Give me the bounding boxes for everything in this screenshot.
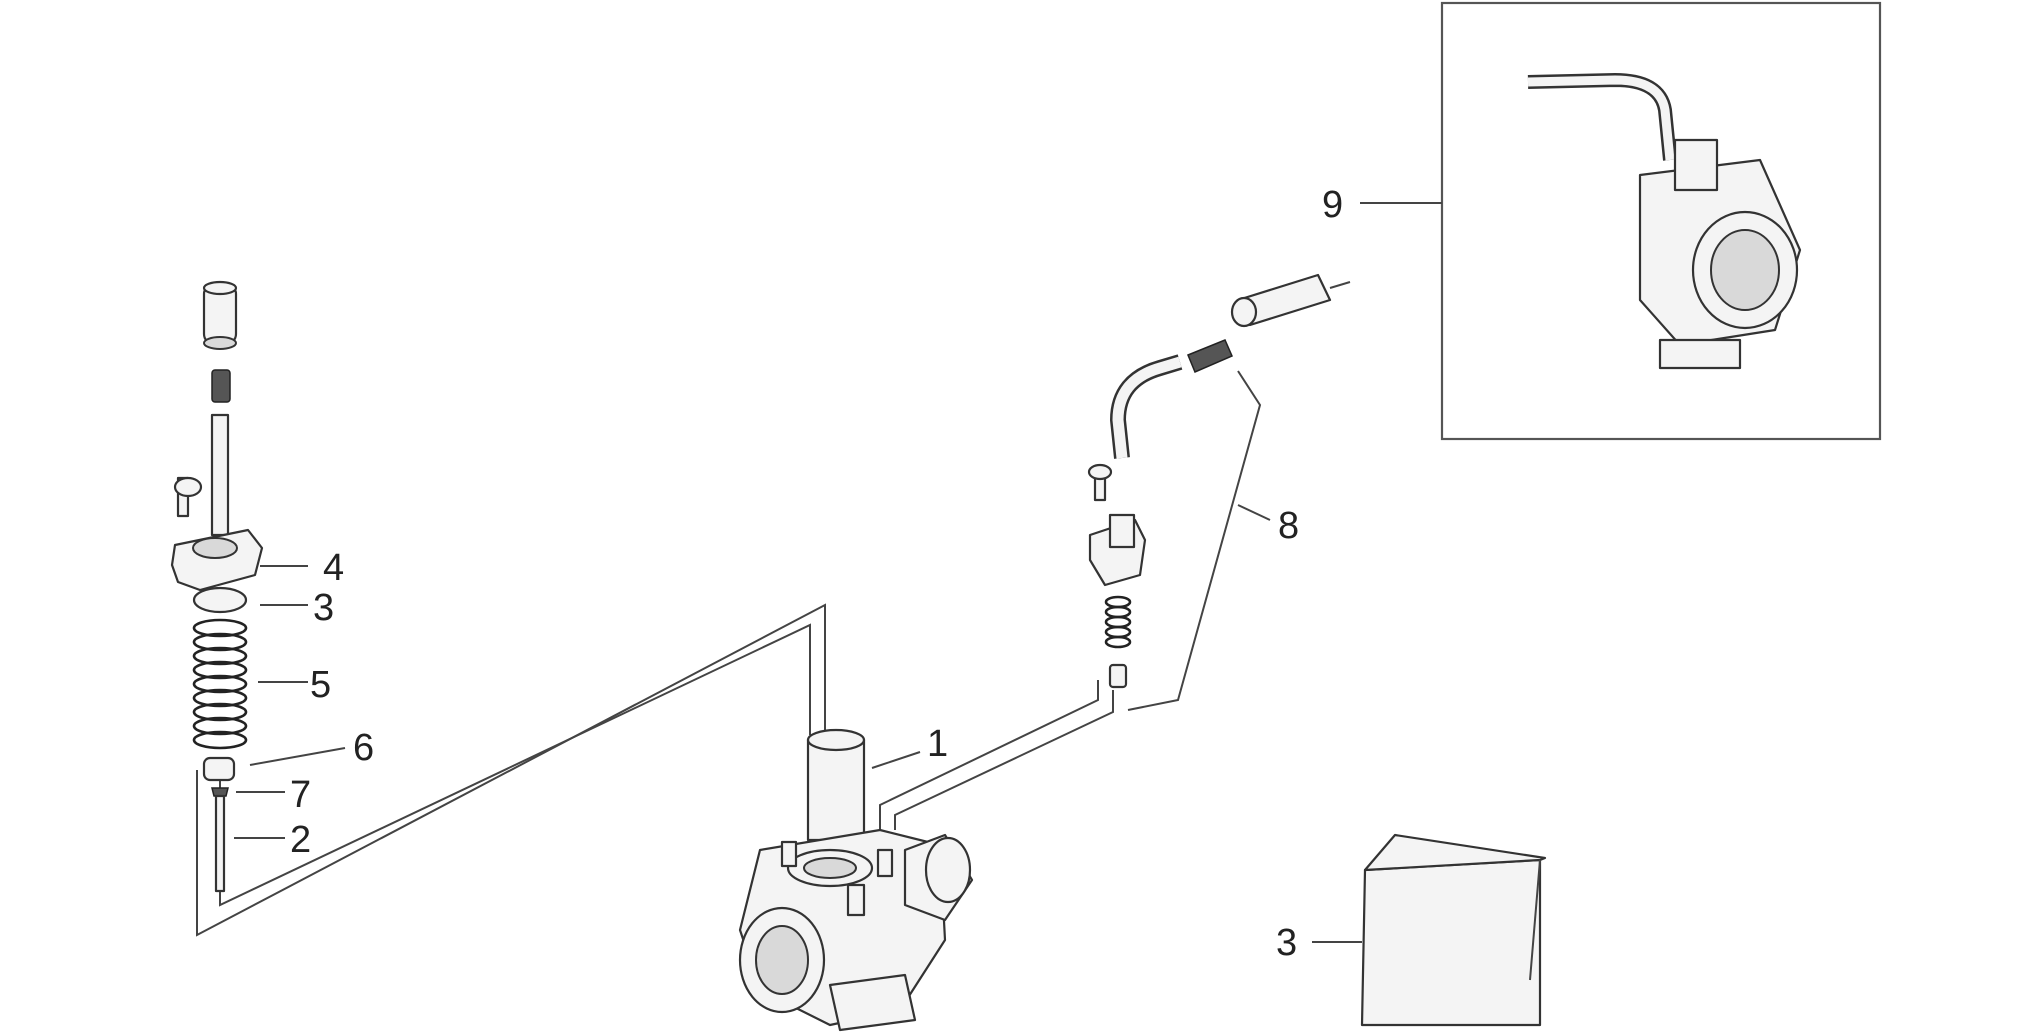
throttle-slide — [806, 738, 866, 842]
choke-tube-inner — [1112, 356, 1182, 459]
float-bowl — [828, 973, 917, 1032]
leader-1 — [871, 751, 921, 769]
inset-intake-bore — [1710, 229, 1780, 311]
callout-7: 7 — [290, 774, 311, 816]
cap-top — [202, 280, 238, 296]
bag-flap — [1363, 833, 1547, 872]
callout-6: 6 — [353, 727, 374, 769]
throttle-slide-assembly — [170, 280, 264, 893]
needle-retainer — [202, 756, 236, 782]
callout-3: 3 — [313, 587, 334, 629]
slide-top-rim — [806, 728, 866, 752]
callout-5: 5 — [310, 664, 331, 706]
complete-carburetor-inset — [1440, 1, 1882, 441]
cap-end — [1230, 296, 1258, 328]
jet-needle — [214, 794, 226, 893]
choke-plunger — [1108, 663, 1128, 689]
choke-housing-boss — [1108, 513, 1136, 549]
choke-spring — [1104, 595, 1132, 649]
cover-boss — [192, 537, 238, 559]
assembly-line-right-outer — [879, 680, 1099, 830]
inset-bowl — [1658, 338, 1742, 370]
callout-4: 4 — [323, 547, 344, 589]
choke-screw-head — [1087, 463, 1113, 481]
assembly-line-outer — [196, 603, 826, 937]
cable-end — [1329, 281, 1351, 289]
callout-labels: 4 3 5 6 7 2 1 8 9 3 — [290, 184, 1343, 964]
callout-9: 9 — [1322, 184, 1343, 226]
leader-8 — [1237, 504, 1271, 521]
cable-tube — [210, 413, 230, 537]
slide-spring — [192, 618, 248, 750]
leader-6 — [249, 747, 346, 766]
inset-top — [1673, 138, 1719, 192]
slide-bore-inner — [803, 857, 857, 879]
cap-bottom — [203, 336, 237, 350]
inset-cable-inner — [1527, 75, 1675, 161]
air-nipple — [846, 883, 866, 917]
callout-2: 2 — [290, 819, 311, 861]
choke-adjuster — [1187, 339, 1233, 373]
screw-head — [173, 476, 203, 498]
intake-opening — [924, 836, 972, 904]
inset-frame — [1440, 1, 1882, 441]
choke-nipple — [876, 848, 894, 878]
carburetor-body — [738, 728, 974, 1032]
needle-clip — [211, 787, 229, 797]
callout-8: 8 — [1278, 505, 1299, 547]
threaded-adjuster — [211, 369, 231, 403]
assembly-lines — [196, 370, 1262, 937]
instruction-bag — [1360, 833, 1547, 1027]
callout-1: 1 — [927, 723, 948, 765]
bag-fold — [1529, 859, 1541, 981]
choke-assembly — [1087, 273, 1351, 689]
callout-leaders — [234, 202, 1442, 943]
assembly-line-right-inner — [894, 690, 1114, 830]
callout-3-bag: 3 — [1276, 922, 1297, 964]
bracket-item-8 — [1127, 370, 1262, 711]
slide-ring — [192, 586, 248, 614]
bag-body — [1360, 858, 1542, 1027]
outlet-bore — [755, 925, 809, 995]
fuel-nipple — [780, 840, 798, 868]
assembly-line-inner — [219, 623, 811, 907]
